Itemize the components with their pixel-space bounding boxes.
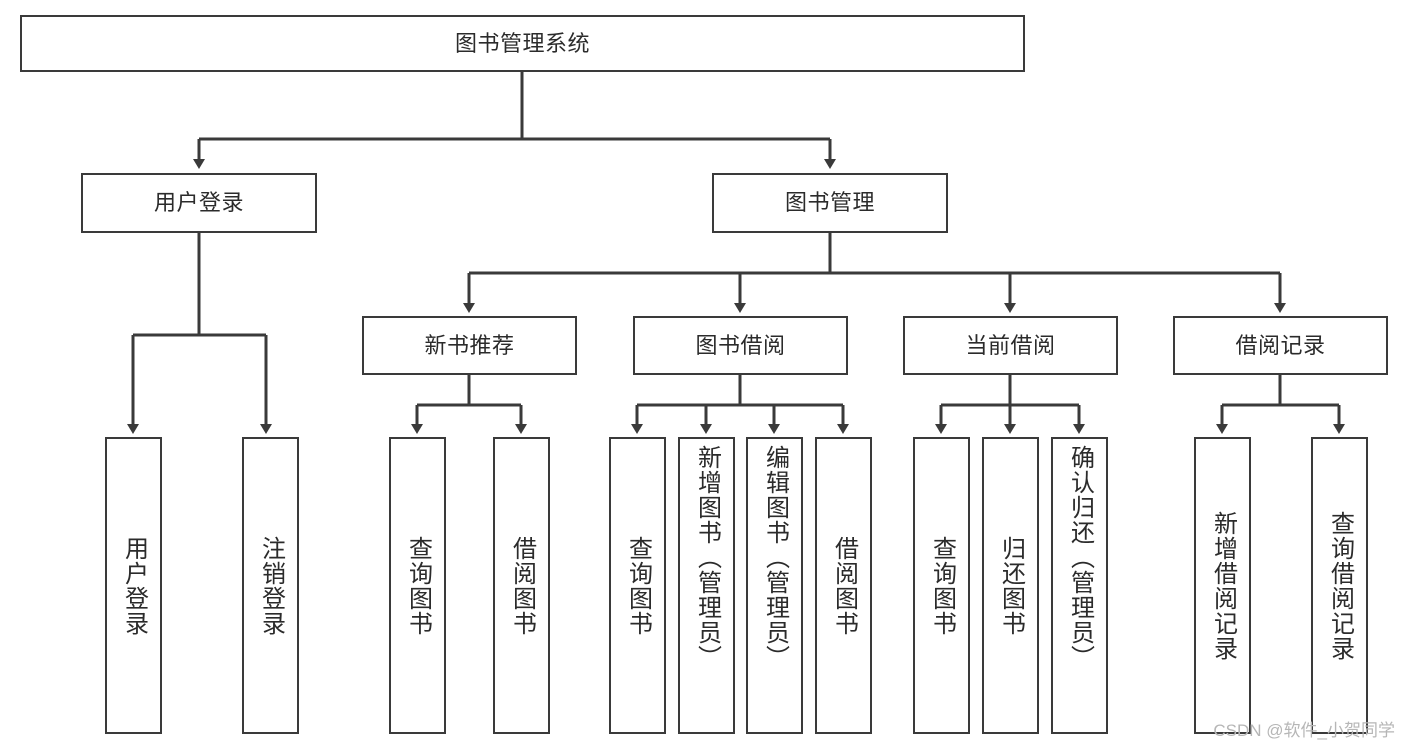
node-label: 用户登录 bbox=[120, 535, 148, 636]
node-label: 图书借阅 bbox=[695, 332, 786, 358]
leaf-borrow-record-query-record[interactable]: 查询借阅记录 bbox=[1311, 437, 1368, 734]
node-label: 查询图书 bbox=[404, 535, 432, 636]
node-label: 新书推荐 bbox=[424, 332, 515, 358]
csdn-watermark: CSDN @软件_小贺同学 bbox=[1213, 721, 1395, 740]
node-label: 编辑图书（管理员） bbox=[761, 445, 789, 670]
node-label: 查询图书 bbox=[928, 535, 956, 636]
node-label: 新增图书（管理员） bbox=[693, 445, 721, 670]
node-current-borrowing[interactable]: 当前借阅 bbox=[903, 316, 1118, 375]
node-root-book-management-system[interactable]: 图书管理系统 bbox=[20, 15, 1025, 72]
node-borrow-records[interactable]: 借阅记录 bbox=[1173, 316, 1388, 375]
leaf-current-borrow-confirm-return-admin[interactable]: 确认归还（管理员） bbox=[1051, 437, 1108, 734]
leaf-borrow-record-add-record[interactable]: 新增借阅记录 bbox=[1194, 437, 1251, 734]
node-label: 注销登录 bbox=[257, 535, 285, 636]
node-label: 归还图书 bbox=[997, 535, 1025, 636]
leaf-current-borrow-query-book[interactable]: 查询图书 bbox=[913, 437, 970, 734]
node-book-borrowing[interactable]: 图书借阅 bbox=[633, 316, 848, 375]
leaf-new-book-borrow-book[interactable]: 借阅图书 bbox=[493, 437, 550, 734]
node-label: 新增借阅记录 bbox=[1209, 510, 1237, 661]
node-user-login[interactable]: 用户登录 bbox=[81, 173, 317, 233]
leaf-new-book-query-book[interactable]: 查询图书 bbox=[389, 437, 446, 734]
node-label: 确认归还（管理员） bbox=[1066, 445, 1094, 670]
node-label: 借阅记录 bbox=[1235, 332, 1326, 358]
node-label: 图书管理 bbox=[784, 190, 875, 216]
node-label: 借阅图书 bbox=[508, 535, 536, 636]
node-label: 查询借阅记录 bbox=[1326, 510, 1354, 661]
node-label: 查询图书 bbox=[624, 535, 652, 636]
leaf-book-borrow-query-book[interactable]: 查询图书 bbox=[609, 437, 666, 734]
node-label: 借阅图书 bbox=[830, 535, 858, 636]
node-new-book-recommendation[interactable]: 新书推荐 bbox=[362, 316, 577, 375]
leaf-book-borrow-borrow-book[interactable]: 借阅图书 bbox=[815, 437, 872, 734]
leaf-book-borrow-edit-book-admin[interactable]: 编辑图书（管理员） bbox=[746, 437, 803, 734]
node-book-management[interactable]: 图书管理 bbox=[712, 173, 948, 233]
leaf-user-login-logout[interactable]: 注销登录 bbox=[242, 437, 299, 734]
leaf-current-borrow-return-book[interactable]: 归还图书 bbox=[982, 437, 1039, 734]
node-label: 当前借阅 bbox=[965, 332, 1056, 358]
leaf-book-borrow-add-book-admin[interactable]: 新增图书（管理员） bbox=[678, 437, 735, 734]
node-label: 图书管理系统 bbox=[454, 30, 590, 56]
leaf-user-login-login[interactable]: 用户登录 bbox=[105, 437, 162, 734]
node-label: 用户登录 bbox=[153, 190, 244, 216]
